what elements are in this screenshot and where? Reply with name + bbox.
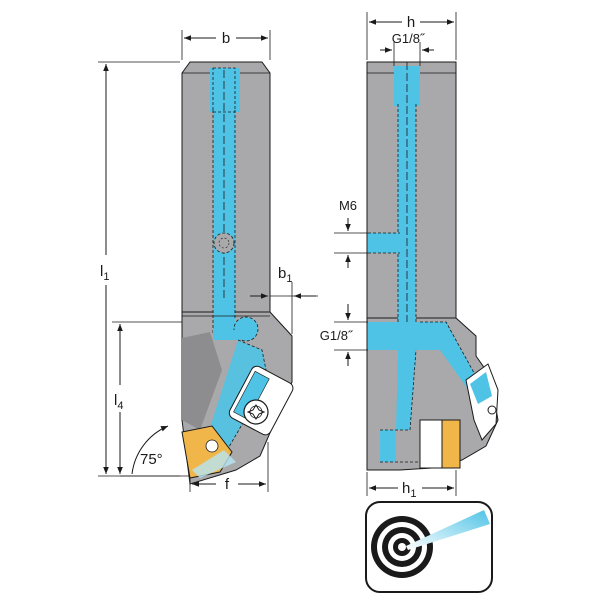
- plug-circle: [213, 232, 235, 254]
- dim-f: f: [225, 476, 230, 493]
- dim-h: h: [407, 14, 415, 31]
- dim-l1: l1: [100, 263, 109, 283]
- left-dimensions: b l1 l4 b1 75° f: [98, 30, 318, 493]
- right-view: [366, 61, 499, 471]
- right-dimensions: h G1/8˝ M6 G1/8˝ h1: [320, 12, 457, 500]
- left-view: [181, 61, 294, 485]
- coolant-beam: [406, 510, 490, 550]
- head-shadow: [182, 332, 222, 430]
- dim-b: b: [222, 30, 230, 47]
- internal-coolant-icon: [365, 501, 493, 593]
- dim-thread-side: G1/8˝: [320, 328, 354, 343]
- dim-angle: 75°: [140, 451, 163, 468]
- dim-m6: M6: [339, 198, 357, 213]
- dim-thread-top: G1/8˝: [392, 31, 426, 46]
- dim-b1: b1: [278, 265, 292, 285]
- dim-h1: h1: [402, 480, 416, 500]
- insert-white: [419, 419, 443, 469]
- clamp-screw: [243, 399, 269, 425]
- dim-l4: l4: [114, 392, 123, 412]
- m6-port: [368, 233, 406, 253]
- insert-side: [441, 419, 461, 469]
- coolant-channel: [210, 68, 240, 112]
